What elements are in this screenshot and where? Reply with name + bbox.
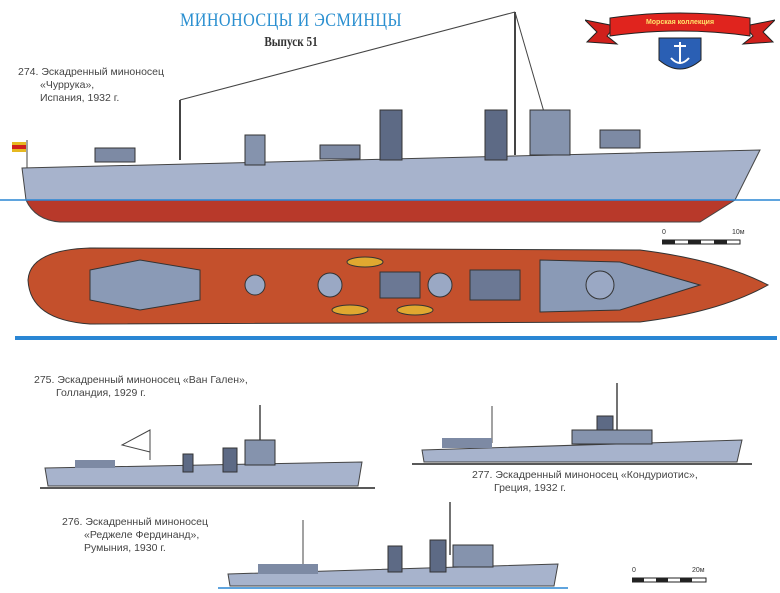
scale-end: 10м [732,229,745,236]
scale-start: 0 [632,567,636,574]
page-title: МИНОНОСЦЫ И ЭСМИНЦЫ [179,10,403,31]
caption-275: 275. Эскадренный миноносец «Ван Гален», … [34,374,248,399]
ship-277-profile [412,383,752,465]
ship-276-profile [218,502,568,589]
caption-277: 277. Эскадренный миноносец «Кондуриотис»… [472,469,698,494]
caption-276: 276. Эскадренный миноносец «Реджеле Ферд… [62,516,209,554]
section-divider [15,336,777,340]
logo-text: Морская коллекция [645,19,715,26]
scale-end: 20м [692,567,705,574]
ship-275-profile [40,405,375,489]
series-logo [585,12,775,70]
scale-bar-10m [662,239,741,245]
ship-274-profile [0,11,780,223]
issue-number: Выпуск 51 [264,35,318,50]
scale-bar-20m [632,577,707,583]
scale-start: 0 [662,229,666,236]
ship-274-deck-plan [27,247,770,325]
caption-274: 274. Эскадренный миноносец «Чуррука», Ис… [18,66,165,104]
